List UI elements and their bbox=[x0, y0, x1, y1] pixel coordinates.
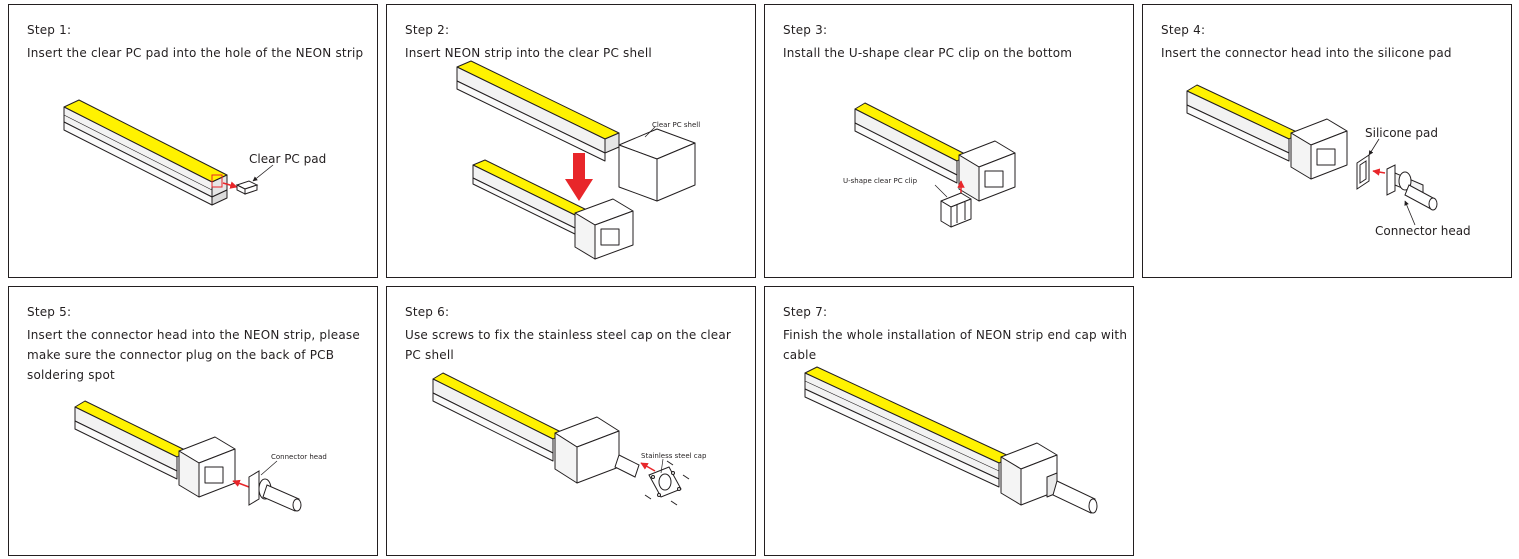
step-6-illustration: Stainless steel cap bbox=[432, 372, 707, 506]
step-7-illustration bbox=[804, 366, 1098, 514]
step-1-illustration: Clear PC pad bbox=[63, 99, 326, 206]
callout-connector-head: Connector head bbox=[271, 453, 327, 461]
stainless-steel-cap bbox=[648, 466, 682, 498]
clear-pc-shell bbox=[1290, 118, 1348, 180]
clear-pc-pad bbox=[235, 180, 259, 195]
neon-strip bbox=[804, 366, 1012, 488]
step-title: Step 5: bbox=[27, 305, 72, 319]
step-description: Use screws to fix the stainless steel ca… bbox=[405, 328, 732, 362]
callout-clear-pc-pad: Clear PC pad bbox=[249, 152, 326, 166]
end-cap-assembly bbox=[1000, 442, 1058, 506]
step-description: Insert the connector head into the NEON … bbox=[27, 328, 360, 382]
step-7-panel: Step 7: Finish the whole installation of… bbox=[764, 286, 1134, 556]
step-title: Step 1: bbox=[27, 23, 72, 37]
connector-head bbox=[248, 470, 302, 512]
neon-strip-bottom bbox=[472, 159, 594, 238]
step-description: Insert the connector head into the silic… bbox=[1161, 46, 1452, 60]
step-5-illustration: Connector head bbox=[74, 400, 327, 512]
step-description: Install the U-shape clear PC clip on the… bbox=[783, 46, 1073, 60]
leader-line bbox=[260, 460, 278, 476]
step-5-panel: Step 5: Insert the connector head into t… bbox=[8, 286, 378, 556]
step-2-illustration: Clear PC shell bbox=[456, 60, 700, 260]
step-title: Step 2: bbox=[405, 23, 450, 37]
step-title: Step 4: bbox=[1161, 23, 1206, 37]
connector-head bbox=[1386, 164, 1438, 211]
step-1-panel: Step 1: Insert the clear PC pad into the… bbox=[8, 4, 378, 278]
step-3-panel: Step 3: Install the U-shape clear PC cli… bbox=[764, 4, 1134, 278]
u-shape-clip bbox=[940, 192, 972, 228]
neon-strip-top bbox=[456, 60, 620, 162]
step-description: Insert the clear PC pad into the hole of… bbox=[27, 46, 364, 60]
neon-strip bbox=[1186, 84, 1300, 162]
callout-u-shape-clip: U-shape clear PC clip bbox=[843, 177, 918, 185]
step-4-panel: Step 4: Insert the connector head into t… bbox=[1142, 4, 1512, 278]
leader-line bbox=[1368, 138, 1380, 156]
leader-line bbox=[644, 126, 656, 138]
neon-strip bbox=[74, 400, 188, 480]
step-title: Step 7: bbox=[783, 305, 828, 319]
insert-arrow bbox=[640, 462, 656, 472]
leader-line bbox=[934, 184, 948, 198]
clear-pc-shell bbox=[618, 128, 696, 202]
leader-line bbox=[1404, 200, 1416, 226]
screws bbox=[644, 460, 690, 506]
callout-silicone-pad: Silicone pad bbox=[1365, 126, 1438, 140]
step-4-illustration: Silicone pad Connector head bbox=[1186, 84, 1471, 238]
step-6-panel: Step 6: Use screws to fix the stainless … bbox=[386, 286, 756, 556]
step-2-panel: Step 2: Insert NEON strip into the clear… bbox=[386, 4, 756, 278]
assembled-shell bbox=[574, 198, 634, 260]
cable bbox=[614, 454, 640, 478]
insert-arrow bbox=[222, 181, 238, 189]
clear-pc-shell bbox=[554, 416, 620, 484]
down-arrow bbox=[565, 153, 593, 201]
neon-strip bbox=[63, 99, 228, 206]
pad-hole-highlight bbox=[211, 174, 223, 188]
leader-line bbox=[252, 164, 274, 182]
callout-stainless-steel-cap: Stainless steel cap bbox=[641, 452, 707, 460]
insert-arrow bbox=[1372, 168, 1386, 176]
clear-pc-shell bbox=[958, 140, 1016, 202]
step-description: Finish the whole installation of NEON st… bbox=[783, 328, 1128, 362]
step-3-illustration: U-shape clear PC clip bbox=[843, 102, 1016, 228]
clear-pc-shell bbox=[178, 436, 236, 498]
cable bbox=[1052, 480, 1098, 514]
neon-strip bbox=[432, 372, 564, 462]
insert-arrow bbox=[232, 479, 250, 488]
callout-clear-pc-shell: Clear PC shell bbox=[652, 121, 700, 129]
leader-line bbox=[660, 458, 664, 474]
silicone-pad bbox=[1356, 154, 1370, 190]
step-title: Step 6: bbox=[405, 305, 450, 319]
step-title: Step 3: bbox=[783, 23, 828, 37]
step-description: Insert NEON strip into the clear PC shel… bbox=[405, 46, 652, 60]
callout-connector-head: Connector head bbox=[1375, 224, 1471, 238]
neon-strip bbox=[854, 102, 968, 184]
